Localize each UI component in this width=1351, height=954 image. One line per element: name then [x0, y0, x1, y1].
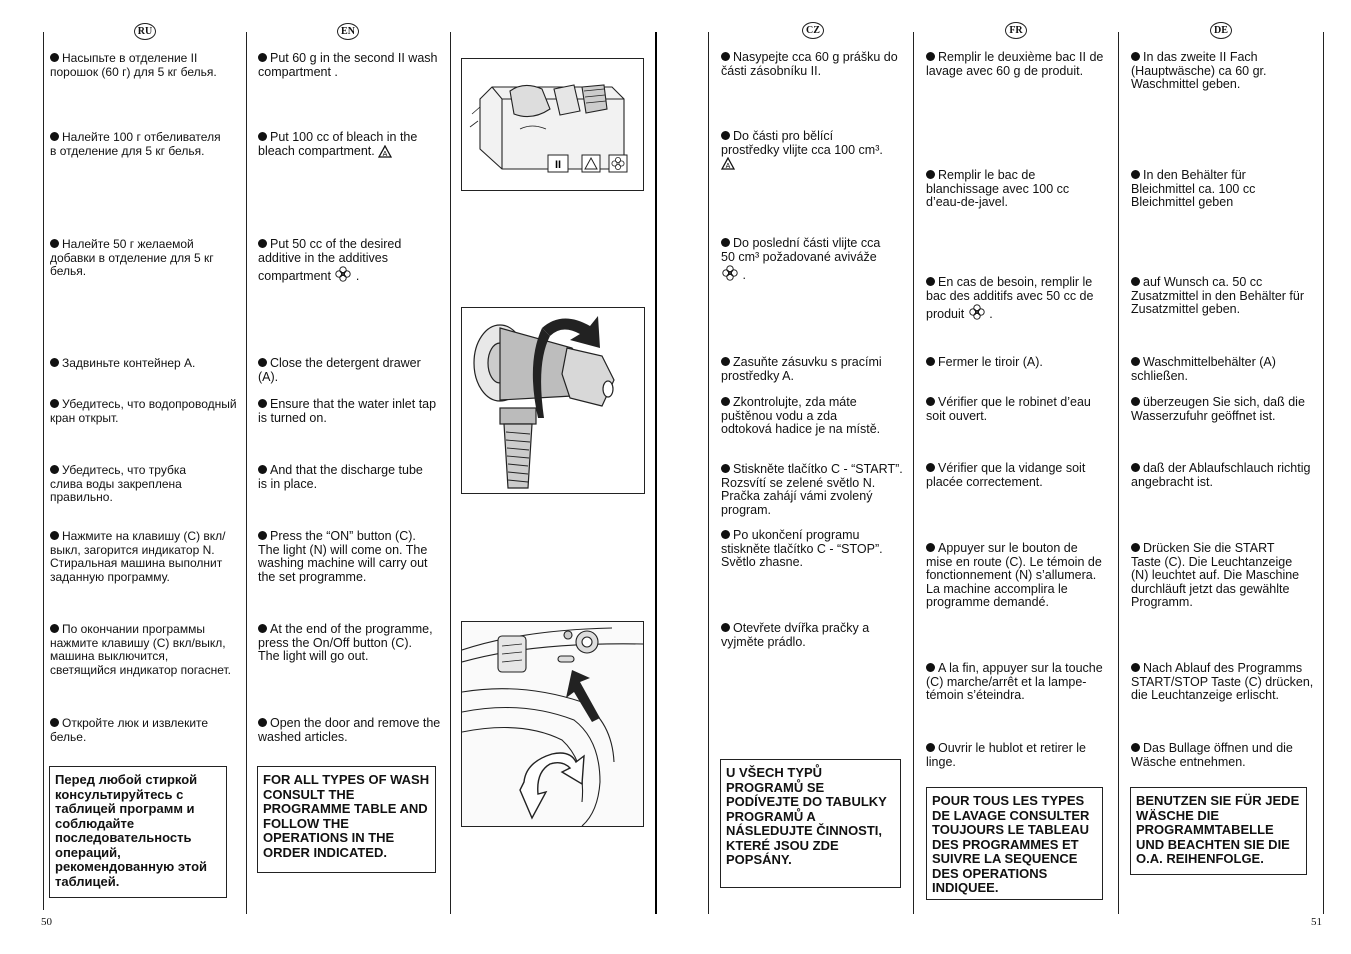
washing-machine-illustration	[461, 621, 644, 827]
language-badge-de: DE	[1210, 22, 1232, 39]
ru-step-8: По окончании программы нажмите клавишу (…	[50, 622, 231, 677]
cz-step-6: Stiskněte tlačítko C - “START”. Rozsvítí…	[721, 462, 903, 517]
cz-step-4: Zasuňte zásuvku s pracími prostředky A.	[721, 355, 882, 383]
fr-step-4: Fermer le tiroir (A).	[926, 355, 1106, 370]
en-step-5: Ensure that the water inlet tap is turne…	[258, 397, 437, 425]
flower-additive-icon	[611, 157, 625, 171]
ru-step-5: Убедитесь, что водопроводный кран открыт…	[50, 397, 237, 425]
de-step-8: Nach Ablauf des Programms START/STOP Tas…	[1131, 661, 1314, 702]
cz-step-7: Po ukončení programu stiskněte tlačítko …	[721, 528, 883, 569]
column-divider	[1118, 32, 1119, 914]
en-step-4: Close the detergent drawer (A).	[258, 356, 421, 384]
ru-step-1: Насыпьте в отделение II порошок (60 г) д…	[50, 51, 217, 79]
column-divider	[913, 32, 914, 914]
fr-step-9: Ouvrir le hublot et retirer le linge.	[926, 741, 1086, 769]
de-step-9: Das Bullage öffnen und die Wäsche entneh…	[1131, 741, 1293, 769]
fr-step-3: En cas de besoin, remplir le bac des add…	[926, 275, 1094, 321]
flower-additive-icon	[722, 265, 738, 281]
water-tap-illustration	[461, 307, 645, 494]
fr-step-1: Remplir le deuxième bac II de lavage ave…	[926, 50, 1104, 78]
flower-additive-icon	[969, 304, 985, 320]
flower-additive-icon	[335, 266, 352, 282]
de-step-2: In den Behälter für Bleichmittel ca. 100…	[1131, 168, 1256, 209]
bleach-triangle-icon: A	[721, 157, 735, 170]
language-badge-en: EN	[337, 23, 359, 40]
drawer-compartment-label: II	[555, 159, 561, 171]
en-step-6: And that the discharge tube is in place.	[258, 463, 423, 491]
page-number-left: 50	[41, 916, 52, 928]
en-step-3: Put 50 cc of the desired additive in the…	[258, 237, 402, 283]
fr-step-6: Vérifier que la vidange soit placée corr…	[926, 461, 1086, 489]
column-divider	[1323, 32, 1324, 914]
de-step-7: Drücken Sie die START Taste (C). Die Leu…	[1131, 541, 1300, 609]
cz-step-2: Do části pro bělící prostředky vlijte cc…	[721, 129, 883, 170]
en-note-box: FOR ALL TYPES OF WASH CONSULT THE PROGRA…	[257, 766, 436, 873]
svg-text:A: A	[383, 151, 388, 158]
column-divider	[708, 32, 709, 914]
cz-step-5: Zkontrolujte, zda máte puštěnou vodu a z…	[721, 395, 881, 436]
en-step-9: Open the door and remove the washed arti…	[258, 716, 441, 744]
fr-step-7: Appuyer sur le bouton de mise en route (…	[926, 541, 1102, 609]
bleach-triangle-icon	[584, 156, 598, 170]
ru-note-box: Перед любой стиркой консультируйтесь с т…	[49, 766, 227, 898]
column-divider	[655, 32, 657, 914]
ru-step-3: Налейте 50 г желаемой добавки в отделени…	[50, 237, 214, 278]
detergent-drawer-illustration: II	[461, 58, 644, 191]
de-step-4: Waschmittelbehälter (A) schließen.	[1131, 355, 1276, 383]
bleach-triangle-icon: A	[378, 144, 393, 158]
cz-step-8: Otevřete dvířka pračky a vyjměte prádlo.	[721, 621, 870, 649]
de-step-6: daß der Ablaufschlauch richtig angebrach…	[1131, 461, 1311, 489]
ru-step-2: Налейте 100 г отбеливателя в отделение д…	[50, 130, 221, 158]
cz-note-box: U VŠECH TYPŮ PROGRAMŮ SE PODÍVEJTE DO TA…	[720, 759, 901, 888]
en-step-1: Put 60 g in the second II wash compartme…	[258, 51, 438, 79]
column-divider	[246, 32, 247, 914]
ru-step-7: Нажмите на клавишу (С) вкл/выкл, загорит…	[50, 529, 226, 584]
fr-note-box: POUR TOUS LES TYPES DE LAVAGE CONSULTER …	[926, 787, 1103, 900]
de-step-5: überzeugen Sie sich, daß die Wasserzufuh…	[1131, 395, 1305, 423]
en-step-7: Press the “ON” button (C). The light (N)…	[258, 529, 428, 584]
de-step-1: In das zweite II Fach (Hauptwäsche) ca 6…	[1131, 50, 1267, 91]
language-badge-fr: FR	[1005, 22, 1027, 39]
cz-step-3: Do poslední části vlijte cca 50 cm³ poža…	[721, 236, 881, 282]
fr-step-5: Vérifier que le robinet d’eau soit ouver…	[926, 395, 1091, 423]
ru-step-4: Задвиньте контейнер А.	[50, 356, 240, 371]
fr-step-8: A la fin, appuyer sur la touche (C) marc…	[926, 661, 1103, 702]
fr-step-2: Remplir le bac de blanchissage avec 100 …	[926, 168, 1070, 209]
column-divider	[450, 32, 451, 914]
en-step-8: At the end of the programme, press the O…	[258, 622, 433, 663]
de-note-box: BENUTZEN SIE FÜR JEDE WÄSCHE DIE PROGRAM…	[1130, 787, 1307, 875]
de-step-3: auf Wunsch ca. 50 cc Zusatzmittel in den…	[1131, 275, 1304, 316]
en-step-2: Put 100 cc of bleach in the bleach compa…	[258, 130, 418, 158]
svg-text:A: A	[726, 163, 731, 170]
language-badge-ru: RU	[134, 23, 156, 40]
cz-step-1: Nasypejte cca 60 g prášku do části zásob…	[721, 50, 898, 78]
language-badge-cz: CZ	[802, 22, 824, 39]
column-divider	[43, 32, 44, 910]
ru-step-9: Откройте люк и извлеките белье.	[50, 716, 209, 744]
page-number-right: 51	[1311, 916, 1322, 928]
ru-step-6: Убедитесь, что трубка слива воды закрепл…	[50, 463, 187, 504]
